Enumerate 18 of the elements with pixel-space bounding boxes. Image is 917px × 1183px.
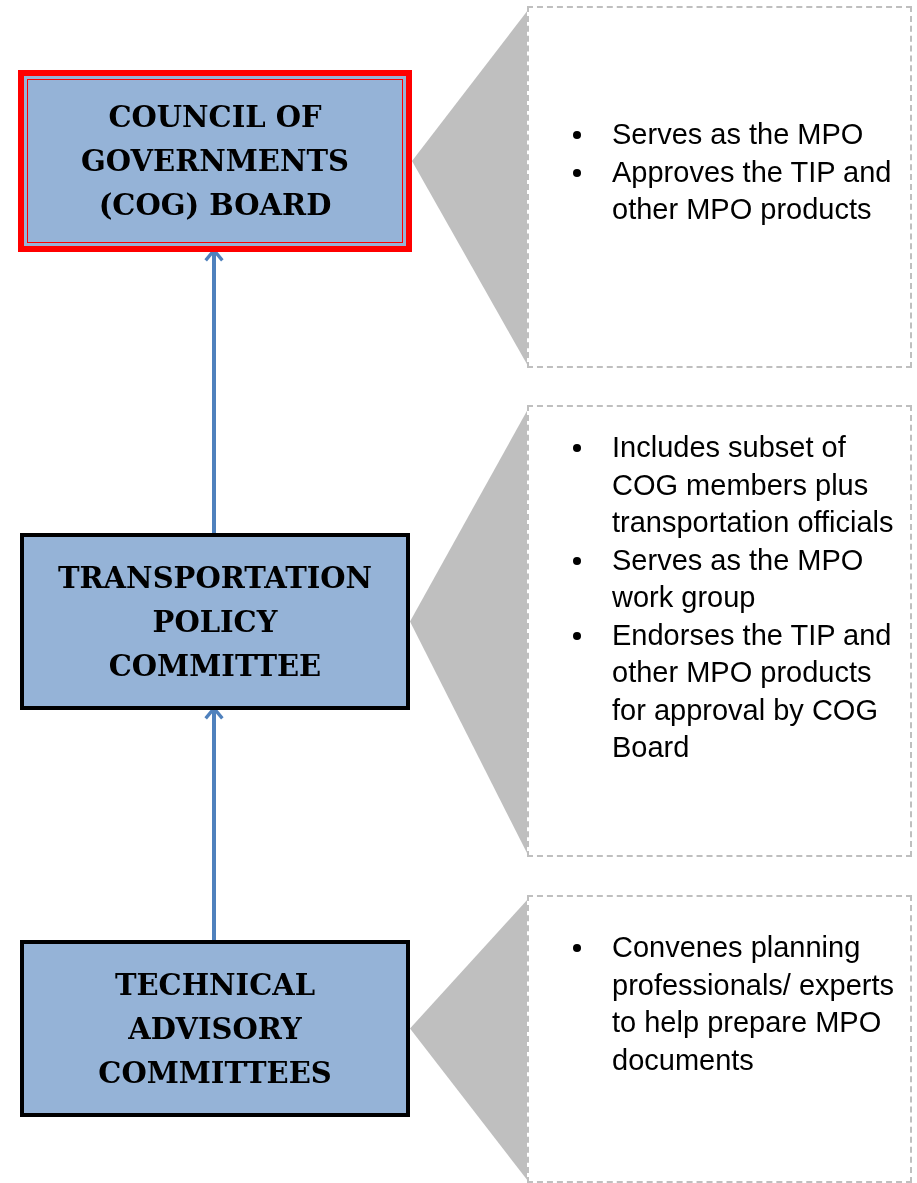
- callout-wedge: [410, 899, 528, 1181]
- bullet-item: Serves as the MPO: [612, 117, 865, 152]
- callout-wedge: [410, 409, 528, 855]
- bullet-item: Convenes planning professionals/ experts to help prepare MPO documents: [612, 930, 896, 1078]
- bullet-item: Endorses the TIP and other MPO products for approval by COG Board: [612, 617, 893, 765]
- bullet-item: Includes subset of COG members plus transportation officials: [612, 430, 895, 540]
- description-panel: [527, 405, 912, 857]
- organization-box: [20, 533, 410, 710]
- bullet-item: Serves as the MPO work group: [612, 542, 865, 615]
- description-panel: [527, 6, 912, 368]
- organization-box: [20, 940, 410, 1117]
- bullet-item: Approves the TIP and other MPO products: [612, 154, 893, 227]
- organization-name: TECHNICAL ADVISORY COMMITTEES: [97, 966, 333, 1092]
- organization-name: COUNCIL OF GOVERNMENTS (COG) BOARD: [80, 99, 350, 224]
- callout-wedge: [412, 10, 528, 366]
- organization-box: [18, 70, 412, 252]
- organization-name: TRANSPORTATION POLICY COMMITTEE: [56, 559, 374, 685]
- description-panel: [527, 895, 912, 1183]
